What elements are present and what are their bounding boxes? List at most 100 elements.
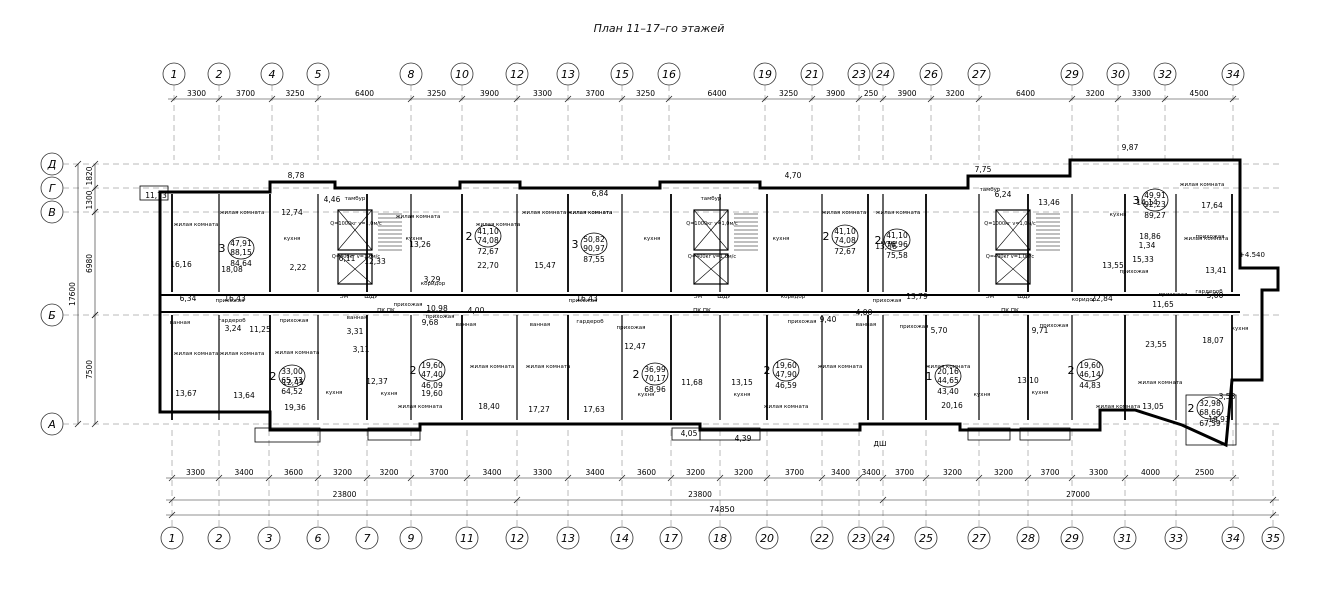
room-area: 9,71 <box>1032 326 1049 335</box>
dim-top-label: 3200 <box>1085 89 1104 98</box>
axis-label-bottom: 22 <box>815 532 829 545</box>
dim-bottom-tick <box>407 474 415 482</box>
room-area: 5,70 <box>931 326 948 335</box>
lift-shaft-small <box>693 253 729 285</box>
dim-top-tick <box>855 95 863 103</box>
axis-label-row: Б <box>48 309 56 322</box>
dim-bottom-tick <box>879 474 887 482</box>
room-label-kitchen: кухня <box>406 236 423 242</box>
room-area: 4,00 <box>856 308 873 317</box>
lift-capacity: Q=1000кг v=1,0м/с <box>984 221 1036 227</box>
axis-label-row: Г <box>49 182 56 195</box>
room-label-hall: прихожая <box>1120 269 1149 275</box>
axis-bubble-bottom <box>871 526 895 550</box>
em-label: ЭМ <box>694 294 703 300</box>
room-label-vestibule: тамбур <box>701 196 722 202</box>
shu-label: ШДУ <box>1017 294 1031 300</box>
room-label-bath: ванная <box>170 320 190 326</box>
room-label-corridor: коридор <box>421 281 446 287</box>
room-label-kitchen: кухня <box>326 390 343 396</box>
room-area: 3,29 <box>424 275 441 284</box>
apartment-area-circle <box>418 358 446 382</box>
axis-bubble-bottom <box>810 526 834 550</box>
axis-bubble-bottom <box>755 526 779 550</box>
balcony <box>1019 427 1071 441</box>
axis-label-bottom: 33 <box>1169 532 1183 545</box>
apartment-area-net: 89,27 <box>1144 211 1166 220</box>
room-area: 13,64 <box>233 391 255 400</box>
room-label-kitchen: кухня <box>1032 390 1049 396</box>
room-area: 10,98 <box>426 304 448 313</box>
apartment-area-living: 47,91 <box>230 239 252 248</box>
room-area: 13,36 <box>875 242 897 251</box>
room-label-hall: прихожая <box>216 298 245 304</box>
room-label-hall: прихожая <box>426 314 455 320</box>
room-area: 18,40 <box>478 402 500 411</box>
apartment-area-total: 76,96 <box>886 240 908 249</box>
axis-label-bottom: 14 <box>615 532 629 545</box>
apartment-rooms: 2 <box>1188 402 1195 415</box>
room-label-bath: ванная <box>456 322 476 328</box>
apartment-rooms: 1 <box>926 370 933 383</box>
room-label-kitchen: кухня <box>381 391 398 397</box>
axis-label-top: 24 <box>876 68 890 81</box>
apartment-area-total: 92,23 <box>1144 200 1166 209</box>
room-area: 13,41 <box>1205 266 1227 275</box>
apartment-area-total: 74,08 <box>834 236 856 245</box>
room-area: 18,86 <box>1139 232 1161 241</box>
dim-top-tick <box>407 95 415 103</box>
apartment-area-total: 74,08 <box>477 236 499 245</box>
lift-shaft <box>995 209 1031 251</box>
dim-bottom-label: 3700 <box>895 468 914 477</box>
dim-section-label: 27000 <box>1066 490 1090 499</box>
balcony <box>254 427 321 443</box>
room-area: 13,67 <box>175 389 197 398</box>
balcony <box>699 427 761 441</box>
dim-top-tick <box>314 95 322 103</box>
room-label-hall: прихожая <box>788 319 817 325</box>
apartment-area-net: 87,55 <box>583 255 605 264</box>
dim-top-label: 6400 <box>1016 89 1035 98</box>
room-label-living: жилая комната <box>526 364 571 370</box>
room-label-living: жилая комната <box>926 364 971 370</box>
room-label-bath: ванная <box>530 322 550 328</box>
annotation-layer: жилая комната жилая комната жилая комната ж… <box>145 143 1265 448</box>
axis-bubble-bottom <box>505 526 529 550</box>
room-area: 19,36 <box>284 403 306 412</box>
room-area: 16,43 <box>576 294 598 303</box>
dim-bottom-label: 3400 <box>482 468 501 477</box>
dim-overall-tick <box>168 511 176 519</box>
axis-label-top: 34 <box>1226 68 1240 81</box>
dim-overall-label: 74850 <box>709 505 734 514</box>
room-area: 7,75 <box>975 165 992 174</box>
axis-label-bottom: 7 <box>364 532 371 545</box>
apartment-area-circle <box>580 232 608 256</box>
apartment-rooms: 2 <box>875 234 882 247</box>
axis-label-row: В <box>48 206 56 219</box>
apartment-rooms: 2 <box>823 230 830 243</box>
axis-label-top: 15 <box>615 68 629 81</box>
room-label-hall: прихожая <box>1040 323 1069 329</box>
room-area: 11,68 <box>681 378 703 387</box>
balcony <box>967 427 1011 441</box>
axis-bubble-bottom <box>306 526 330 550</box>
dim-bottom-label: 3200 <box>686 468 705 477</box>
apartment-area-living: 19,60 <box>1079 361 1101 370</box>
dim-bottom-tick <box>667 474 675 482</box>
room-area: 18,07 <box>1202 336 1224 345</box>
room-area: 15,47 <box>534 261 556 270</box>
dim-bottom-label: 3200 <box>994 468 1013 477</box>
room-label-hall: прихожая <box>394 302 423 308</box>
axis-label-top: 27 <box>972 68 986 81</box>
dim-top-tick <box>1229 95 1237 103</box>
axis-label-top: 16 <box>662 68 676 81</box>
axis-label-bottom: 29 <box>1065 532 1079 545</box>
apartment-rooms: 2 <box>466 230 473 243</box>
room-label-living: жилая комната <box>174 222 219 228</box>
room-label-living: жилая комната <box>275 350 320 356</box>
dim-bottom-label: 3300 <box>186 468 205 477</box>
apartment-area-living: 41,10 <box>834 227 856 236</box>
em-label: ЭМ <box>340 294 349 300</box>
dim-bottom-tick <box>1172 474 1180 482</box>
